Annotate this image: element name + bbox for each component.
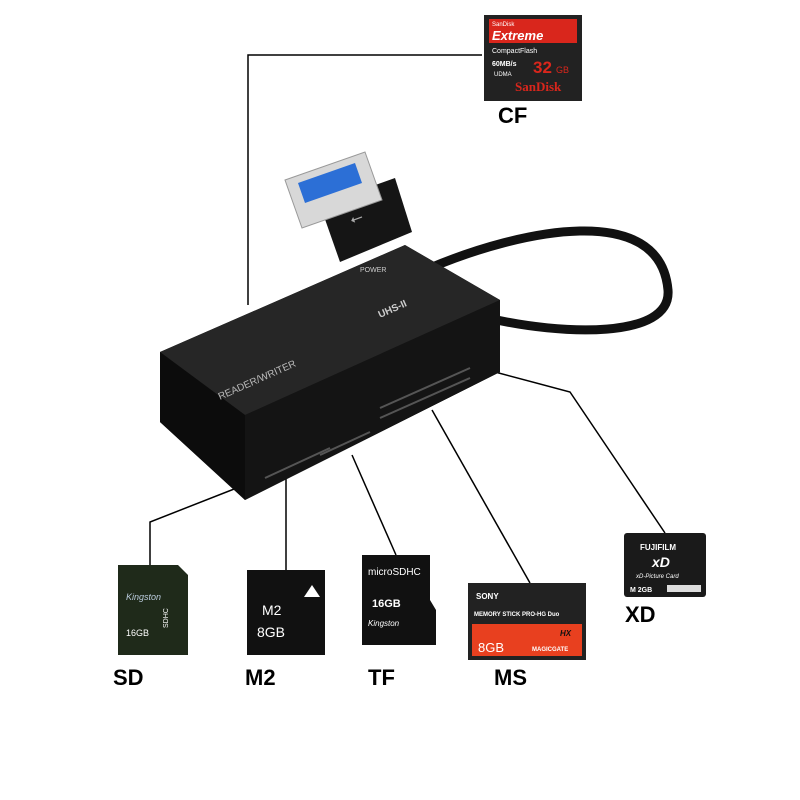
svg-text:Extreme: Extreme [492,28,543,43]
xd-line [494,371,666,534]
svg-text:SanDisk: SanDisk [492,22,515,28]
svg-text:8GB: 8GB [478,640,504,655]
svg-text:CompactFlash: CompactFlash [492,48,537,55]
cf-line [247,54,482,305]
svg-text:FUJIFILM: FUJIFILM [640,543,676,552]
usb-cable [428,226,673,335]
tf-card: microSDHC 16GB Kingston [362,555,436,645]
tf-line [351,454,397,556]
xd-card: FUJIFILM xD xD-Picture Card M 2GB [624,533,706,597]
svg-text:60MB/s: 60MB/s [492,61,517,68]
svg-text:UDMA: UDMA [494,72,512,78]
usb-plug: ⭠ [284,151,412,262]
ms-line [431,409,531,584]
ms-card: SONY MEMORY STICK PRO-HG Duo HX 8GB MAGI… [468,583,586,660]
svg-text:M 2GB: M 2GB [630,587,652,594]
svg-text:microSDHC: microSDHC [368,567,421,578]
svg-text:M2: M2 [262,602,282,618]
svg-text:MAGICGATE: MAGICGATE [532,647,568,653]
svg-text:xD: xD [651,554,670,570]
cf-card: SanDisk Extreme CompactFlash 60MB/s UDMA… [484,15,582,101]
label-cf: CF [498,103,528,128]
sd-card: Kingston SDHC 16GB [118,565,188,655]
svg-text:xD-Picture Card: xD-Picture Card [635,574,679,580]
reader-body: READER/WRITER POWER UHS-II [160,245,500,500]
svg-text:16GB: 16GB [372,598,401,610]
sd-line [149,481,253,565]
svg-text:⭠: ⭠ [348,208,366,228]
svg-text:16GB: 16GB [126,628,149,638]
label-ms: MS [494,665,527,690]
svg-text:32: 32 [533,58,552,77]
svg-text:GB: GB [556,65,569,75]
svg-text:8GB: 8GB [257,624,285,640]
label-tf: TF [368,665,395,690]
svg-text:SanDisk: SanDisk [515,79,562,94]
m2-card: M2 8GB [247,570,325,655]
power-label: POWER [360,267,386,274]
label-m2: M2 [245,665,276,690]
callout-lines [149,54,666,584]
svg-text:SONY: SONY [476,592,499,601]
svg-text:SDHC: SDHC [163,608,170,628]
label-xd: XD [625,602,656,627]
label-sd: SD [113,665,144,690]
svg-text:Kingston: Kingston [368,619,400,628]
svg-text:Kingston: Kingston [126,592,161,602]
svg-text:HX: HX [560,629,572,638]
svg-text:MEMORY STICK PRO-HG Duo: MEMORY STICK PRO-HG Duo [474,612,560,618]
